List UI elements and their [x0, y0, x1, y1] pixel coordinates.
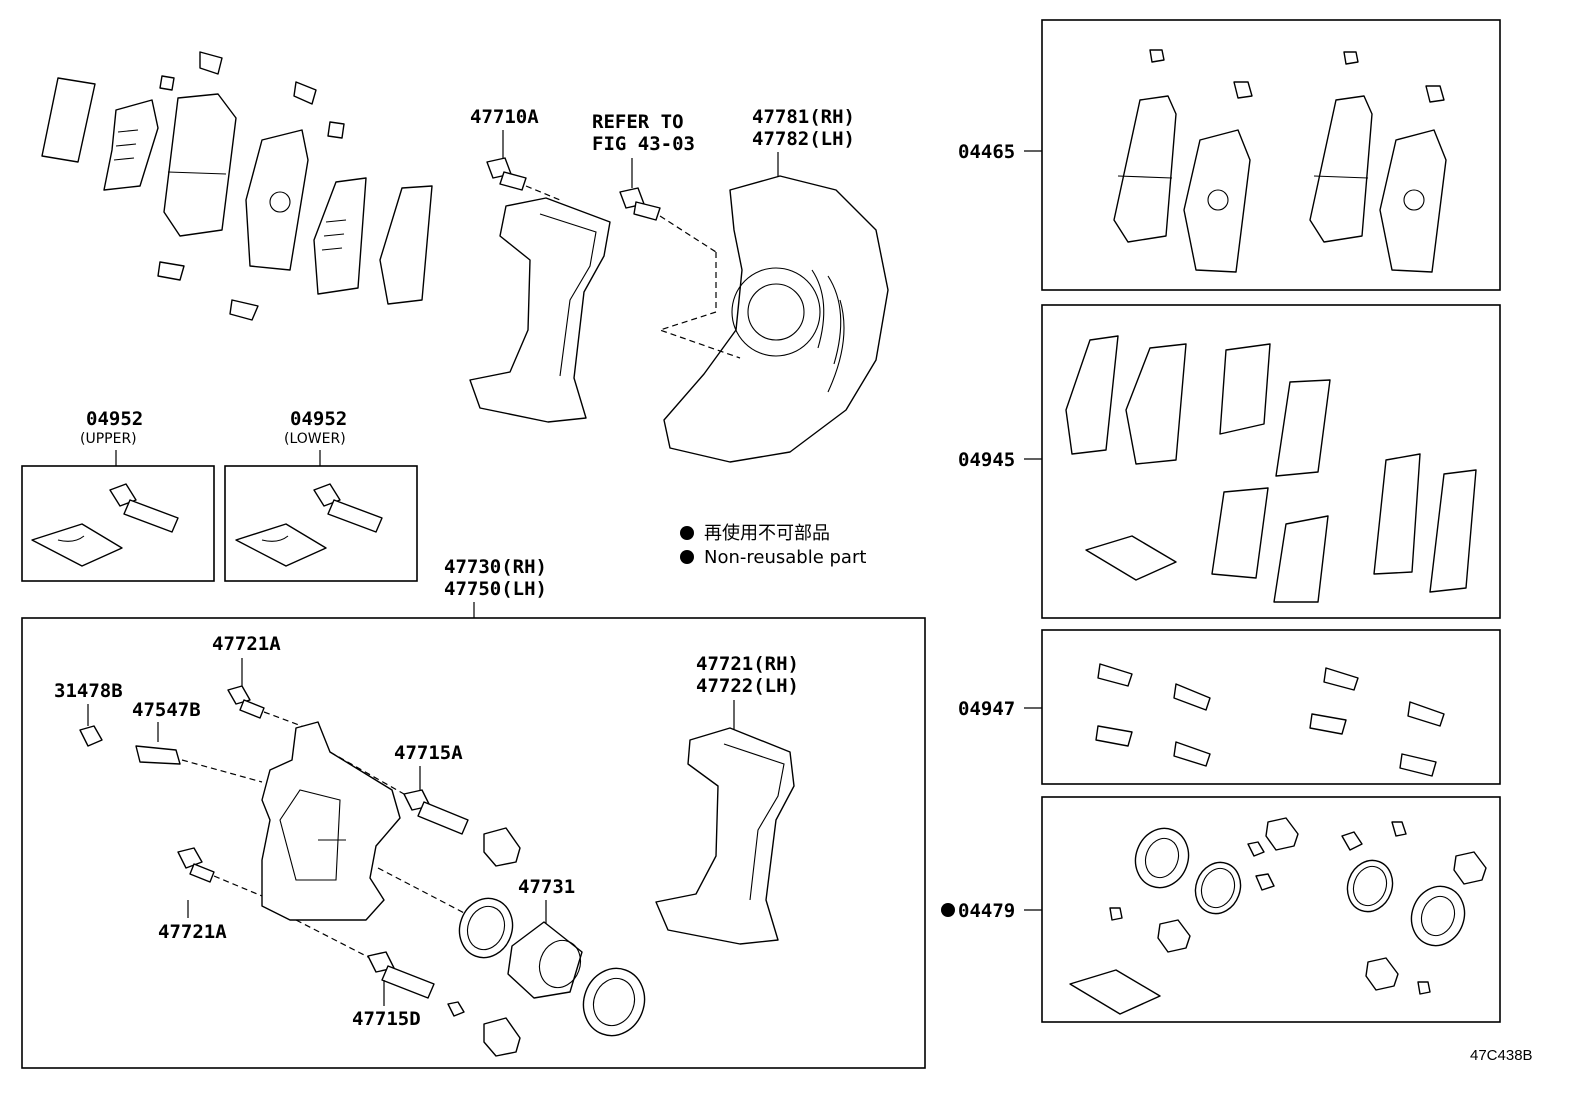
caliper-assembly-box	[21, 617, 926, 1069]
label-47715a: 47715A	[394, 742, 463, 764]
label-upper: (UPPER)	[80, 431, 137, 447]
label-47721: 47721(RH)	[696, 653, 799, 675]
label-47547b: 47547B	[132, 699, 201, 721]
label-47782: 47782(LH)	[752, 128, 855, 150]
label-47781: 47781(RH)	[752, 106, 855, 128]
legend: 再使用不可部品 Non-reusable part	[680, 523, 866, 568]
kit-04947-box	[1041, 629, 1501, 785]
kit-04952-lower-parts	[235, 483, 383, 567]
caliper-bracket-lower	[655, 727, 795, 945]
kit-04465-box	[1041, 19, 1501, 291]
kit-04479-box	[1041, 796, 1501, 1023]
bolt-47710a	[486, 157, 527, 191]
label-47721a-bottom: 47721A	[158, 921, 227, 943]
figure-id: 47C438B	[1470, 1047, 1533, 1064]
label-47721a-top: 47721A	[212, 633, 281, 655]
kit-04945-box	[1041, 304, 1501, 619]
piston-boot	[582, 967, 646, 1037]
cap-31478b	[79, 725, 103, 747]
label-04465: 04465	[958, 141, 1015, 163]
caliper-body	[261, 721, 401, 921]
label-47730: 47730(RH)	[444, 556, 547, 578]
label-47722: 47722(LH)	[696, 675, 799, 697]
kit-04952-lower-box	[224, 465, 418, 582]
label-04479: 04479	[958, 900, 1015, 922]
label-47750: 47750(LH)	[444, 578, 547, 600]
boot-upper	[483, 827, 521, 867]
exploded-pad-set	[41, 51, 433, 321]
bolt-refer	[619, 187, 661, 221]
label-47731: 47731	[518, 876, 575, 898]
bleeder-47721a-top	[227, 685, 265, 719]
kit-04952-upper-parts	[31, 483, 179, 567]
legend-jp: 再使用不可部品	[704, 523, 830, 544]
kit-04952-upper-box	[21, 465, 215, 582]
boot-lower	[483, 1017, 521, 1057]
bleeder-47721a-bottom	[177, 847, 215, 883]
caliper-bracket-upper	[469, 197, 611, 423]
kit-04465-parts	[1113, 49, 1447, 273]
guide-pin-47715a	[403, 789, 469, 835]
seal-ring	[458, 897, 514, 959]
kit-04947-parts	[1095, 663, 1445, 777]
label-lower: (LOWER)	[284, 431, 346, 447]
legend-bullet-jp	[680, 526, 694, 540]
refer-line-1: REFER TO	[592, 111, 684, 133]
label-31478b: 31478B	[54, 680, 123, 702]
kit-04945-parts	[1065, 335, 1477, 603]
label-04945: 04945	[958, 449, 1015, 471]
label-04947: 04947	[958, 698, 1015, 720]
label-04952-upper: 04952	[86, 408, 143, 430]
dust-shield	[663, 175, 889, 463]
piston-47731	[507, 921, 583, 999]
bleeder-47547b	[135, 745, 181, 765]
kit-04479-parts	[1069, 817, 1487, 1015]
small-cap	[447, 1001, 465, 1017]
legend-bullet-en	[680, 550, 694, 564]
guide-pin-47715d	[367, 951, 435, 999]
legend-en: Non-reusable part	[704, 547, 866, 568]
refer-line-2: FIG 43-03	[592, 133, 695, 155]
label-47710a: 47710A	[470, 106, 539, 128]
non-reusable-bullet	[941, 903, 955, 917]
label-47715d: 47715D	[352, 1008, 421, 1030]
label-04952-lower: 04952	[290, 408, 347, 430]
